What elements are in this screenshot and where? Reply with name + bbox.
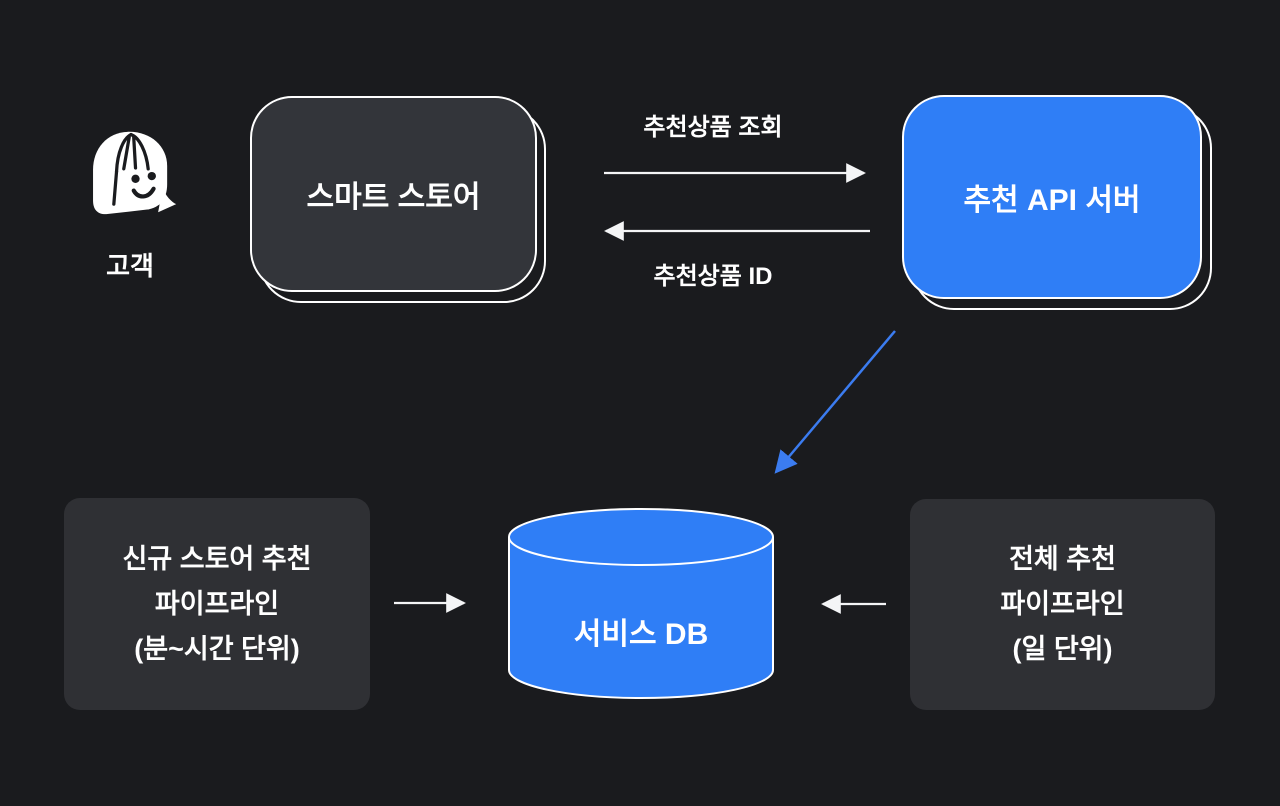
- response-arrow-label: 추천상품 ID: [653, 263, 773, 290]
- api-server-box: 추천 API 서버: [902, 95, 1202, 299]
- new-store-pipeline-line2: 파이프라인: [154, 588, 280, 619]
- smart-store-box: 스마트 스토어: [250, 96, 537, 292]
- full-pipeline-line1: 전체 추천: [1009, 544, 1116, 574]
- new-store-pipeline-box: 신규 스토어 추천 파이프라인 (분~시간 단위): [64, 498, 370, 710]
- api-server-label: 추천 API 서버: [963, 184, 1141, 217]
- service-db-label: 서비스 DB: [573, 618, 709, 651]
- full-pipeline-line3: (일 단위): [1012, 634, 1113, 664]
- customer-label: 고객: [106, 251, 154, 281]
- smart-store-label: 스마트 스토어: [306, 181, 481, 214]
- new-store-pipeline-line3: (분~시간 단위): [134, 633, 300, 664]
- api-to-db-arrow: [774, 330, 896, 474]
- full-pipeline-line2: 파이프라인: [1000, 589, 1125, 619]
- database-cylinder-icon: [508, 508, 774, 699]
- customer-face-icon: [93, 131, 177, 215]
- request-arrow-label: 추천상품 조회: [643, 114, 783, 141]
- full-pipeline-box: 전체 추천 파이프라인 (일 단위): [910, 499, 1215, 710]
- new-store-pipeline-line1: 신규 스토어 추천: [122, 543, 312, 574]
